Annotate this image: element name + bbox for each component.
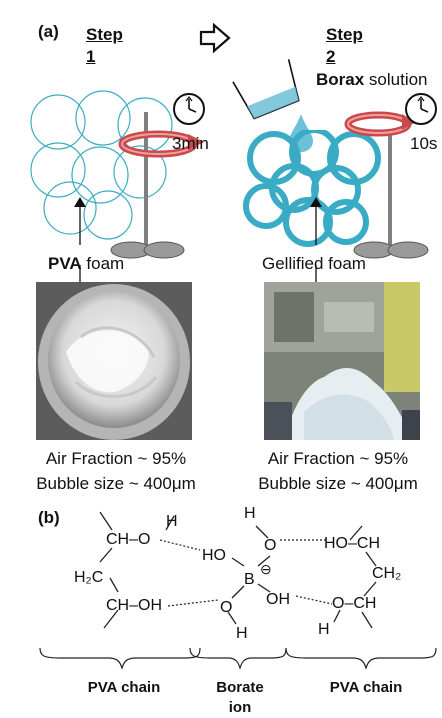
stirrer-shaft — [144, 112, 148, 252]
gelled-bubbles — [243, 130, 381, 247]
boron: B — [244, 571, 255, 588]
borax-solution-label: Borax solution — [316, 70, 428, 89]
o-ch: O–CH — [332, 595, 376, 612]
clock-icon — [173, 93, 205, 125]
clock-icon — [405, 93, 437, 125]
step-1-time: 3min — [172, 134, 209, 153]
grouping-braces — [39, 647, 437, 670]
step-1-label: Step 1 — [86, 25, 123, 66]
right-air-fraction: Air Fraction ~ 95% — [267, 449, 409, 468]
pva-foam-photo — [36, 282, 192, 440]
stirrer-shaft — [388, 130, 392, 254]
bonds — [99, 511, 377, 629]
gellified-foam-label: Gellified foam — [262, 254, 366, 273]
ch-o-top: CH–O — [106, 531, 150, 548]
stirrer-blades — [353, 241, 429, 259]
ch2: CH₂ — [372, 565, 401, 582]
gellified-foam-photo — [264, 282, 420, 440]
ho-ch: HO–CH — [324, 535, 380, 552]
rotation-arrow-icon — [344, 111, 416, 137]
borate-ion-label-line2: ion — [229, 699, 252, 716]
right-bubble-size: Bubble size ~ 400μm — [258, 474, 418, 493]
thin-bubbles — [30, 90, 173, 240]
step-2-time: 10s — [410, 134, 438, 153]
step-2-foam-illustration — [243, 130, 429, 259]
borate-ion-label-line1: Borate — [216, 679, 264, 696]
pva-foam-label: PVA foam — [48, 254, 125, 273]
panel-b-label: (b) — [38, 508, 60, 527]
ho-left: HO — [202, 547, 226, 564]
h-right: H — [318, 621, 330, 638]
h-top: H — [166, 513, 178, 530]
step-2-label: Step 2 — [326, 25, 363, 66]
hydrogen-bonds — [159, 539, 333, 607]
right-pva-chain-label: PVA chain — [330, 679, 403, 696]
o-lower: O — [220, 599, 232, 616]
left-pva-chain-label: PVA chain — [88, 679, 161, 696]
stirrer-blades — [110, 241, 185, 259]
step-1-foam-illustration — [30, 90, 204, 259]
process-arrow-icon — [199, 22, 231, 54]
rotation-arrow-icon — [118, 130, 204, 158]
ch-oh: CH–OH — [106, 597, 162, 614]
negative-charge-icon: ⊖ — [260, 561, 272, 577]
beaker-pouring-icon — [232, 59, 300, 120]
h-upper: H — [244, 505, 256, 522]
chemical-structure-diagram: CH–O H H₂C CH–OH HO H O B ⊖ O H OH HO–CH… — [39, 505, 437, 716]
o-upper: O — [264, 537, 276, 554]
h-lower: H — [236, 625, 248, 642]
left-bubble-size: Bubble size ~ 400μm — [36, 474, 196, 493]
panel-a-label: (a) — [38, 22, 59, 41]
h2c: H₂C — [74, 569, 103, 586]
left-air-fraction: Air Fraction ~ 95% — [45, 449, 187, 468]
oh-right: OH — [266, 591, 290, 608]
